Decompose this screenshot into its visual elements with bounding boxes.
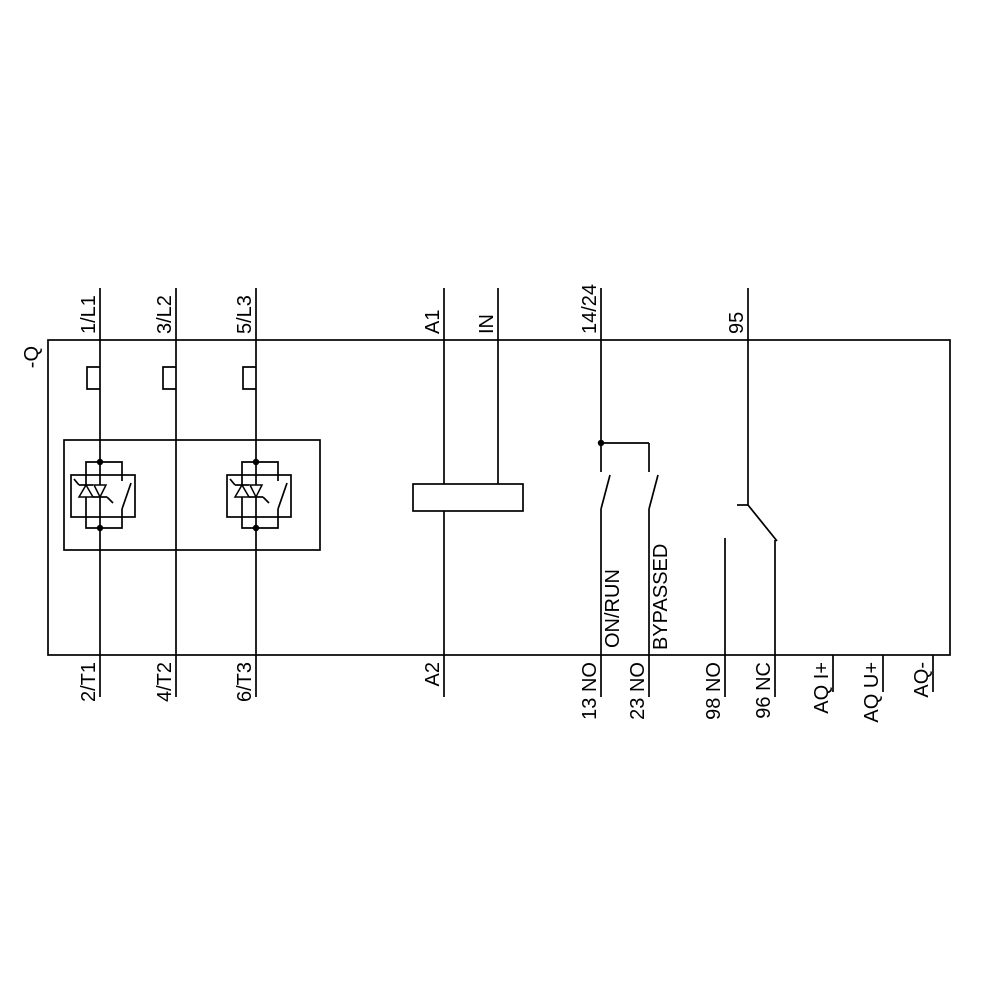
wire-bypass-upper xyxy=(256,461,279,481)
analog-output-terminals xyxy=(832,655,934,692)
terminal-label-13NO: 13 NO xyxy=(579,662,601,720)
changeover-contact-arm xyxy=(747,504,778,542)
power-module-outline xyxy=(63,439,321,551)
on-run-contact-arm xyxy=(600,474,611,510)
terminal-label-A2: A2 xyxy=(422,662,444,686)
wire-antiparallel-upper xyxy=(241,461,256,485)
terminal-label-23NO: 23 NO xyxy=(627,662,649,720)
thyristor-gate xyxy=(73,478,80,486)
terminal-label-98NO: 98 NO xyxy=(703,662,725,720)
thyristor-gate xyxy=(106,496,114,504)
thyristor-module-box-L3 xyxy=(226,474,292,518)
control-coil-circuit xyxy=(412,288,524,697)
wire-bypass-lower xyxy=(100,509,123,529)
terminal-label-IN: IN xyxy=(476,314,498,334)
thyristor-up-icon xyxy=(77,483,95,498)
terminal-label-AQminus: AQ- xyxy=(911,662,933,698)
bypass-contact-arm xyxy=(121,482,132,510)
thyristor-gate xyxy=(229,478,236,486)
terminal-label-4T2: 4/T2 xyxy=(154,662,176,702)
changeover-contact-circuit xyxy=(724,288,778,697)
wire-bypass-lower xyxy=(256,509,279,529)
terminal-clamp-L2 xyxy=(162,366,176,390)
thyristor-down-icon xyxy=(248,484,264,499)
thyristor-gate xyxy=(262,496,270,504)
terminal-label-AQU: AQ U+ xyxy=(861,662,883,723)
bypassed-label: BYPASSED xyxy=(650,544,672,650)
bypass-contact-arm xyxy=(277,482,288,510)
wire-antiparallel-upper xyxy=(85,461,100,485)
thyristor-down-icon xyxy=(92,484,108,499)
thyristor-module-box-L1 xyxy=(70,474,136,518)
terminal-label-6T3: 6/T3 xyxy=(234,662,256,702)
aux-contacts-circuit: ON/RUN BYPASSED xyxy=(597,288,672,697)
terminal-label-1424: 14/24 xyxy=(579,284,601,334)
phase-L2-circuit xyxy=(162,288,177,697)
wire-antiparallel-lower xyxy=(85,497,100,529)
terminal-label-1L1: 1/L1 xyxy=(78,295,100,334)
terminal-label-2T1: 2/T1 xyxy=(78,662,100,702)
terminal-label-95: 95 xyxy=(726,312,748,334)
wire-bypass-upper xyxy=(100,461,123,481)
coil-symbol xyxy=(412,483,524,512)
terminal-label-5L3: 5/L3 xyxy=(234,295,256,334)
terminal-label-96NC: 96 NC xyxy=(753,662,775,719)
terminal-clamp-L1 xyxy=(86,366,100,390)
terminal-clamp-L3 xyxy=(242,366,256,390)
terminal-label-3L2: 3/L2 xyxy=(154,295,176,334)
terminal-label-AQI: AQ I+ xyxy=(811,662,833,714)
device-enclosure-outline xyxy=(47,339,951,656)
bypassed-contact-arm xyxy=(648,474,659,510)
phase-L3-circuit xyxy=(226,288,292,697)
thyristor-up-icon xyxy=(233,483,251,498)
phase-L1-circuit xyxy=(70,288,136,697)
device-designation-label: -Q xyxy=(21,346,43,368)
on-run-label: ON/RUN xyxy=(602,569,624,648)
terminal-label-A1: A1 xyxy=(422,310,444,334)
wire-antiparallel-lower xyxy=(241,497,256,529)
